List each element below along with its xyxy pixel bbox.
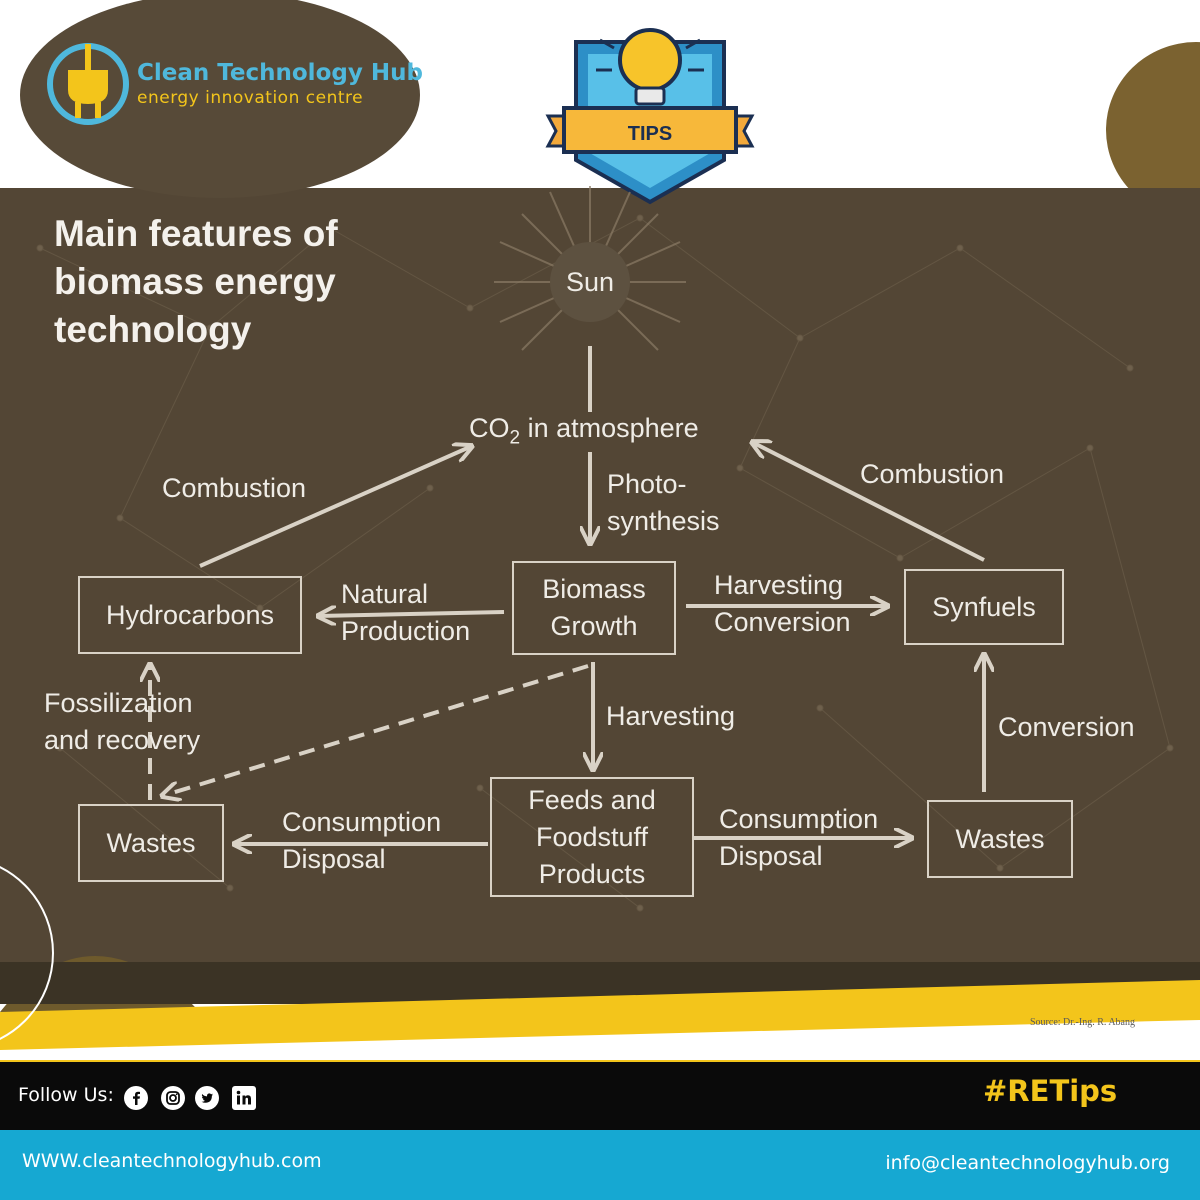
- node-synfuels: Synfuels: [904, 569, 1064, 645]
- tips-label: TIPS: [628, 123, 672, 145]
- label-combustion-left: Combustion: [162, 473, 307, 503]
- label-conversion: Conversion: [998, 712, 1135, 742]
- arrow-dashed-to-wastes: [162, 664, 589, 796]
- label-photosynthesis: Photo-synthesis: [607, 469, 720, 536]
- website-link[interactable]: WWW.cleantechnologyhub.com: [22, 1150, 322, 1172]
- hashtag: #RETips: [983, 1074, 1118, 1108]
- arrow-combustion-left: [199, 446, 472, 568]
- node-sun: Sun: [550, 242, 630, 322]
- network-background: [36, 214, 1174, 912]
- instagram-icon[interactable]: [161, 1086, 185, 1110]
- label-harvesting: Harvesting: [606, 701, 736, 731]
- linkedin-icon[interactable]: [232, 1086, 256, 1110]
- tips-badge: TIPS: [545, 28, 755, 205]
- arrow-natural-production: [318, 612, 505, 616]
- node-wastes-right: Wastes: [927, 800, 1073, 878]
- node-wastes-left: Wastes: [78, 804, 224, 882]
- label-combustion-right: Combustion: [860, 459, 1005, 489]
- node-co2-atmosphere: CO2 in atmosphere: [469, 413, 699, 449]
- node-hydrocarbons: Hydrocarbons: [78, 576, 302, 654]
- follow-label: Follow Us:: [18, 1084, 114, 1106]
- twitter-icon[interactable]: [195, 1086, 219, 1110]
- footer-contact-bar: [0, 1130, 1200, 1200]
- plug-icon: [47, 43, 129, 125]
- diagram-title: Main features of biomass energy technolo…: [54, 213, 338, 350]
- arrow-combustion-right: [752, 442, 985, 562]
- email-link[interactable]: info@cleantechnologyhub.org: [885, 1152, 1170, 1174]
- source-credit: Source: Dr.-Ing. R. Abang: [1030, 1017, 1135, 1028]
- brand-name: Clean Technology Hub: [137, 60, 423, 86]
- facebook-icon[interactable]: [124, 1086, 148, 1110]
- lightbulb-icon: [596, 28, 704, 106]
- brand-tagline: energy innovation centre: [137, 88, 364, 108]
